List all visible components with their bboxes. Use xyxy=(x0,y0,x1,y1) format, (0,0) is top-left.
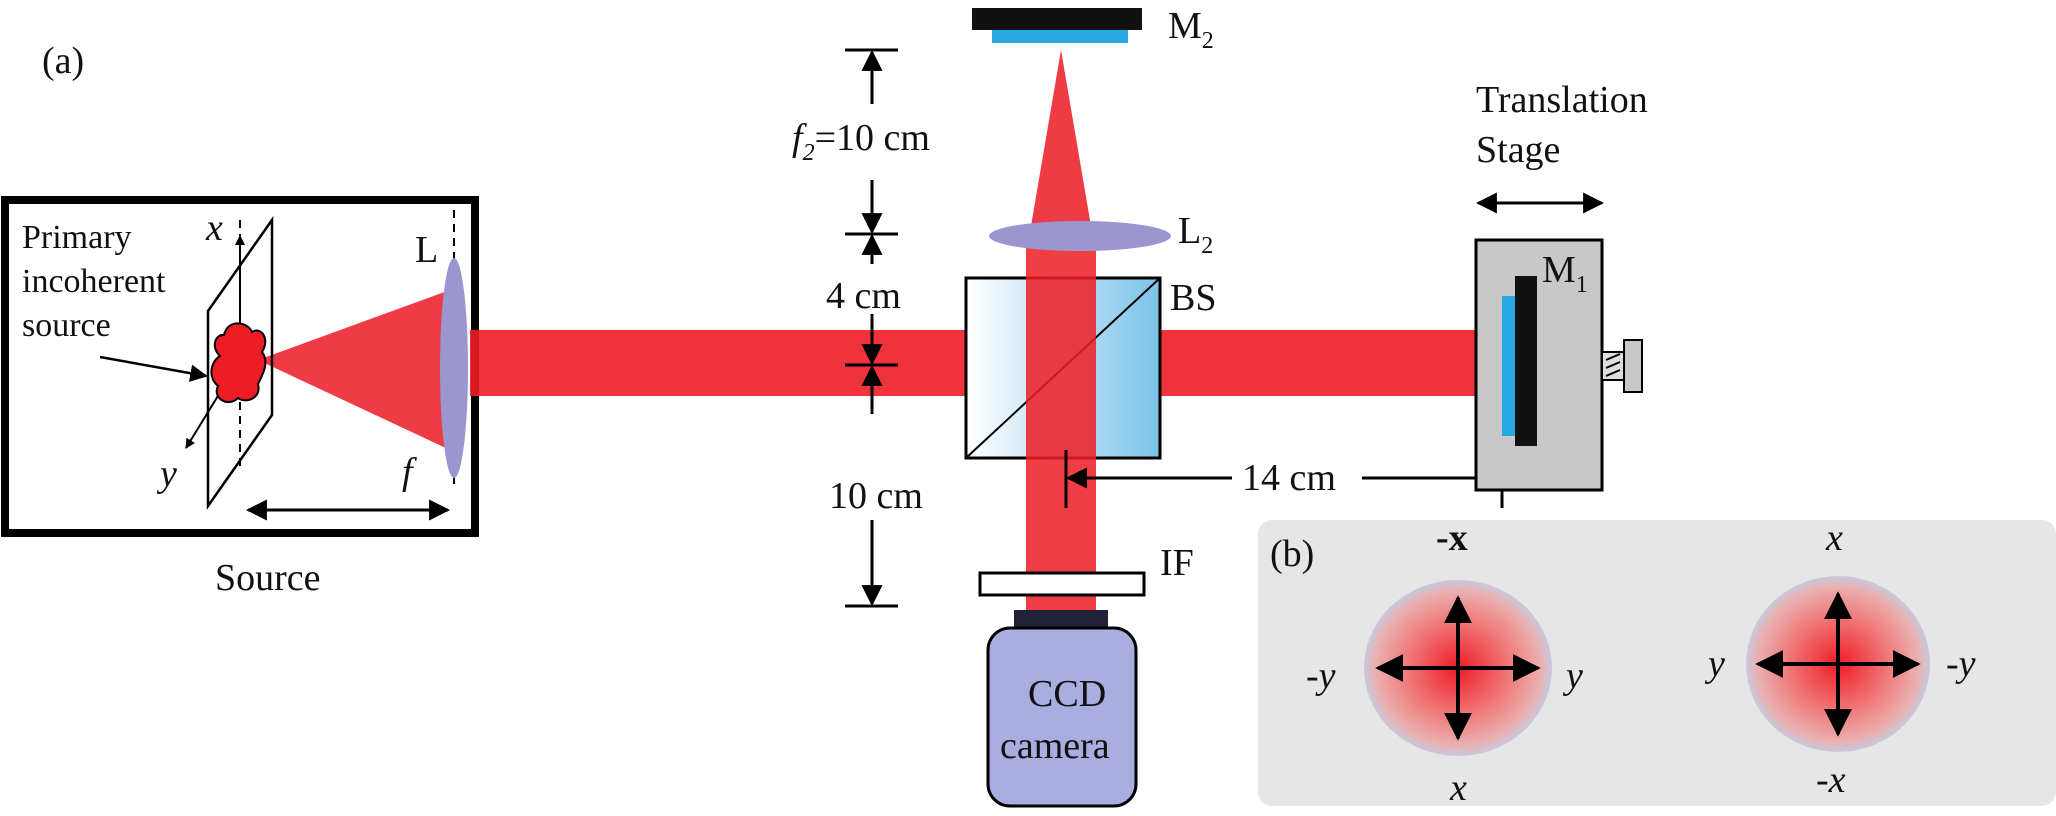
mirror-m2 xyxy=(972,8,1142,30)
panel-b-left-left: -y xyxy=(1306,655,1336,697)
filter-label: IF xyxy=(1160,542,1194,584)
mirror-m1 xyxy=(1515,276,1537,446)
lens-l xyxy=(440,258,468,478)
panel-b-left-spot xyxy=(1364,580,1552,756)
ccd-camera xyxy=(986,626,1138,808)
mirror-m2-coating xyxy=(992,30,1128,43)
mirror-m1-label: M1 xyxy=(1542,249,1588,298)
translation-stage xyxy=(1474,238,1604,492)
dimension-scale xyxy=(845,48,898,608)
source-axis-y-label: y xyxy=(156,453,177,495)
panel-a-label: (a) xyxy=(42,40,84,82)
panel-b-left-bottom: x xyxy=(1449,767,1467,809)
lens-l2 xyxy=(989,221,1171,251)
panel-b-right-top: x xyxy=(1825,517,1843,559)
lens-l2-label: L2 xyxy=(1178,210,1213,259)
panel-b-right-bottom: -x xyxy=(1816,759,1846,801)
panel-b-right-left: y xyxy=(1704,643,1725,685)
micrometer-screw xyxy=(1601,339,1643,393)
panel-b-right-spot xyxy=(1746,576,1930,752)
incoherent-source-blob xyxy=(210,322,267,404)
translation-stage-label-line1: Translation xyxy=(1476,79,1648,121)
panel-b-label: (b) xyxy=(1270,533,1314,575)
f2-dimension-label: f2=10 cm xyxy=(792,117,930,166)
beamsplitter-label: BS xyxy=(1170,277,1216,319)
mirror-m2-label: M2 xyxy=(1168,5,1214,54)
source-cone-beam xyxy=(258,290,450,450)
primary-label-line3: source xyxy=(22,307,111,344)
vertical-beam xyxy=(1026,240,1096,615)
source-box-label: Source xyxy=(215,557,321,599)
dimension-14cm: 14 cm xyxy=(1242,457,1336,499)
mirror-m1-coating xyxy=(1502,296,1515,436)
camera-label-line2: camera xyxy=(1000,725,1110,767)
interference-filter xyxy=(978,571,1146,597)
mirror2-cone-beam xyxy=(1030,50,1092,232)
source-plane xyxy=(206,216,274,510)
camera-label-line1: CCD xyxy=(1028,673,1106,715)
primary-label-line2: incoherent xyxy=(22,263,166,300)
primary-source-pointer xyxy=(99,355,208,382)
panel-b-left-right: y xyxy=(1562,655,1583,697)
dimension-10cm: 10 cm xyxy=(829,475,923,517)
panel-b-left-top: -x xyxy=(1436,517,1468,559)
primary-label-line1: Primary xyxy=(22,219,132,256)
dimension-4cm: 4 cm xyxy=(826,275,901,317)
translation-stage-label-line2: Stage xyxy=(1476,129,1560,171)
panel-b-right-right: -y xyxy=(1946,643,1976,685)
lens-l-label: L xyxy=(415,229,438,271)
camera-lens-mount xyxy=(1014,610,1108,628)
source-axis-x-label: x xyxy=(205,207,223,249)
